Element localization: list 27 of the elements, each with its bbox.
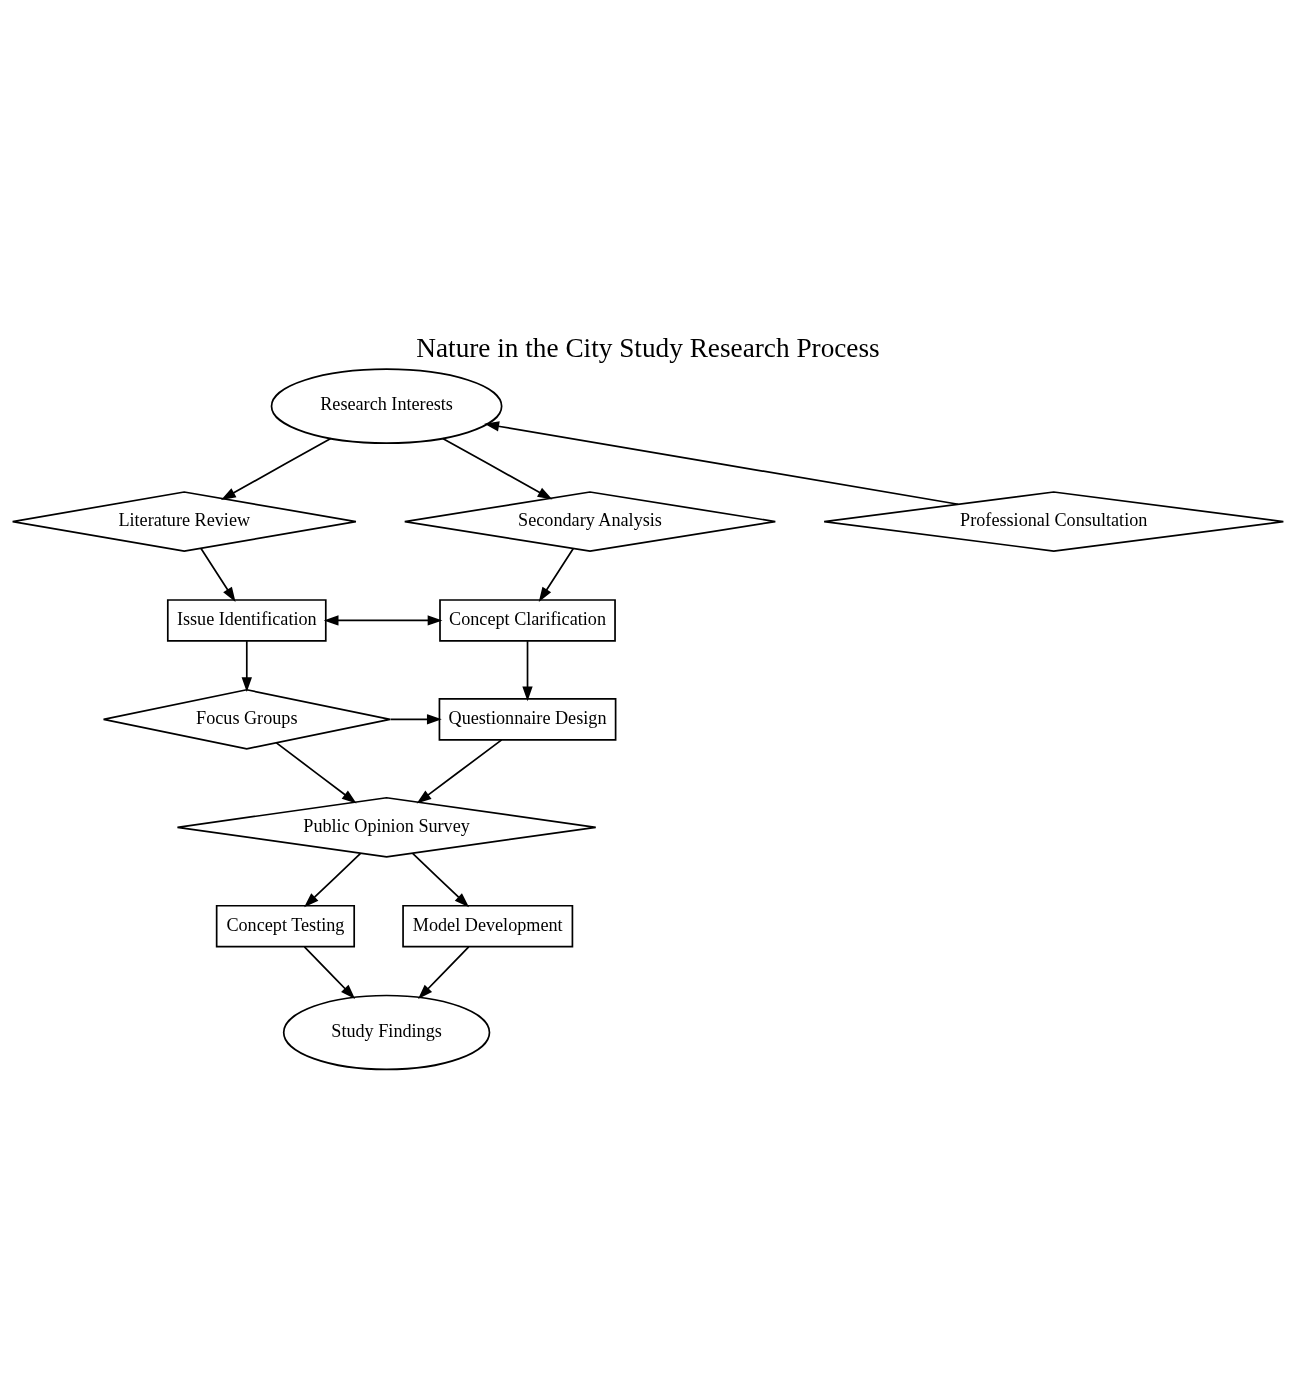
arrow <box>538 547 575 602</box>
node-box: Questionnaire Design <box>438 697 617 741</box>
node-diamond: Focus Groups <box>102 688 391 750</box>
diagram-title: Nature in the City Study Research Process <box>416 332 880 363</box>
node-diamond: Public Opinion Survey <box>176 796 597 858</box>
arrow <box>200 547 236 602</box>
arrow <box>304 851 362 907</box>
node-box: Issue Identification <box>166 598 327 642</box>
arrow <box>441 437 553 499</box>
node-ellipse: Study Findings <box>282 994 491 1070</box>
arrow <box>323 614 443 626</box>
arrow <box>411 851 470 907</box>
arrow <box>275 741 357 803</box>
arrow <box>484 420 960 505</box>
arrow <box>389 713 442 724</box>
node-box: Concept Clarification <box>439 598 616 642</box>
arrow <box>522 639 533 701</box>
node-box: Concept Testing <box>215 904 356 947</box>
arrow <box>418 945 470 999</box>
arrow <box>241 639 252 692</box>
arrow <box>221 437 332 500</box>
node-box: Model Development <box>402 904 574 947</box>
node-diamond: Literature Review <box>11 490 357 552</box>
node-diamond: Secondary Analysis <box>403 490 777 552</box>
arrow <box>303 945 356 999</box>
arrow <box>416 738 503 804</box>
node-diamond: Professional Consultation <box>823 490 1285 552</box>
